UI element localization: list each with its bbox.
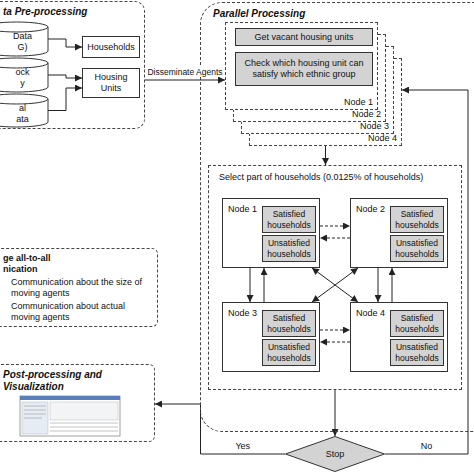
household-box: Unsatisfied households xyxy=(262,235,316,262)
box-label: Unsatisfied households xyxy=(394,342,440,363)
household-box: Unsatisfied households xyxy=(390,339,444,366)
box-label: Satisfied households xyxy=(266,313,312,334)
screen-rows xyxy=(24,406,118,431)
connector xyxy=(312,268,358,302)
process-box: Check which housing unit can satisfy whi… xyxy=(235,52,373,86)
box-label: Node 3 xyxy=(228,308,319,319)
box-label: Households xyxy=(87,42,135,53)
node-label: Node 4 xyxy=(368,133,397,144)
household-box: Satisfied households xyxy=(390,310,444,337)
connector xyxy=(325,146,326,165)
stage-panel: Data G) ock y al ata HouseholdsHousing Unit… xyxy=(0,1,145,129)
household-box: Satisfied households xyxy=(262,310,316,337)
stage-panel: Get vacant housing unitsCheck which hous… xyxy=(200,2,474,432)
box-label: al ata xyxy=(13,103,33,125)
compute-node: Satisfied householdsUnsatisfied househol… xyxy=(350,198,448,268)
box-label: Node 1 xyxy=(228,204,319,215)
edge-label: No xyxy=(420,441,434,452)
edge-label: Disseminate Agents xyxy=(146,67,223,78)
connector xyxy=(320,342,350,343)
process-box: Get vacant housing units xyxy=(235,28,373,46)
box-label: Satisfied households xyxy=(394,313,440,334)
diamond-shape xyxy=(286,437,385,472)
household-box: Unsatisfied households xyxy=(390,235,444,262)
box-label: Node 4 xyxy=(356,308,447,319)
box-label: ock y xyxy=(13,67,33,89)
data-box: Housing Units xyxy=(82,68,140,98)
step-panel: Satisfied householdsUnsatisfied househol… xyxy=(208,165,462,390)
panel-title: Communication about the size of moving a… xyxy=(11,277,146,299)
panel-title: Communication about actual moving agents xyxy=(11,301,146,323)
data-box: Households xyxy=(82,36,140,58)
box-label: Node 2 xyxy=(356,204,447,215)
node-label: Node 1 xyxy=(344,97,373,108)
household-box: Unsatisfied households xyxy=(262,339,316,366)
screen-titlebar xyxy=(20,396,120,400)
connector xyxy=(48,39,82,47)
connector xyxy=(320,238,350,239)
box-label: Get vacant housing units xyxy=(254,32,353,43)
database-cylinder: ock y xyxy=(0,58,48,92)
node-label: Node 2 xyxy=(352,109,381,120)
compute-node: Get vacant housing unitsCheck which hous… xyxy=(225,22,378,110)
box-label: Unsatisfied households xyxy=(266,342,312,363)
connector xyxy=(48,75,82,78)
connector xyxy=(312,268,358,302)
panel-title: ta Pre-processing xyxy=(3,6,144,18)
panel-title: ge all-to-all nication xyxy=(3,253,75,275)
connector xyxy=(320,226,350,227)
box-label: Data G) xyxy=(13,31,33,53)
connector xyxy=(392,268,393,302)
connector xyxy=(264,268,265,302)
compute-node: Satisfied householdsUnsatisfied househol… xyxy=(222,198,320,268)
panel-title: Parallel Processing xyxy=(213,8,474,20)
database-cylinder: al ata xyxy=(0,94,48,127)
cylinder-body xyxy=(0,94,48,127)
box-label: Unsatisfied households xyxy=(266,238,312,259)
screen-frame xyxy=(20,396,120,436)
connector xyxy=(335,390,336,436)
screenshot-icon xyxy=(20,396,120,436)
panel-title: Post-processing and Visualization xyxy=(3,369,115,393)
decision-diamond: Stop xyxy=(285,436,385,472)
connector xyxy=(378,268,379,302)
connector xyxy=(250,268,251,302)
connector xyxy=(145,80,225,81)
box-label: Unsatisfied households xyxy=(394,238,440,259)
connector xyxy=(320,330,350,331)
panel-title: Select part of households (0.0125% of ho… xyxy=(219,172,461,183)
connector xyxy=(48,88,82,111)
box-label: Housing Units xyxy=(88,72,134,94)
node-label: Node 3 xyxy=(360,121,389,132)
box-label: Check which housing unit can satisfy whi… xyxy=(239,58,369,80)
cylinder-body xyxy=(0,22,48,56)
box-label: Satisfied households xyxy=(394,209,440,230)
edge-label: Yes xyxy=(234,441,251,452)
compute-node: Satisfied householdsUnsatisfied househol… xyxy=(350,302,448,372)
household-box: Satisfied households xyxy=(262,206,316,233)
compute-node: Satisfied householdsUnsatisfied househol… xyxy=(222,302,320,372)
note-panel: ge all-to-all nicationCommunication abou… xyxy=(0,248,158,327)
cylinder-body xyxy=(0,58,48,92)
stage-panel: Post-processing and Visualization xyxy=(0,364,155,442)
database-cylinder: Data G) xyxy=(0,22,48,56)
screen-map xyxy=(50,402,118,420)
box-label: Stop xyxy=(326,449,345,460)
household-box: Satisfied households xyxy=(390,206,444,233)
box-label: Satisfied households xyxy=(266,209,312,230)
connector xyxy=(155,404,285,454)
